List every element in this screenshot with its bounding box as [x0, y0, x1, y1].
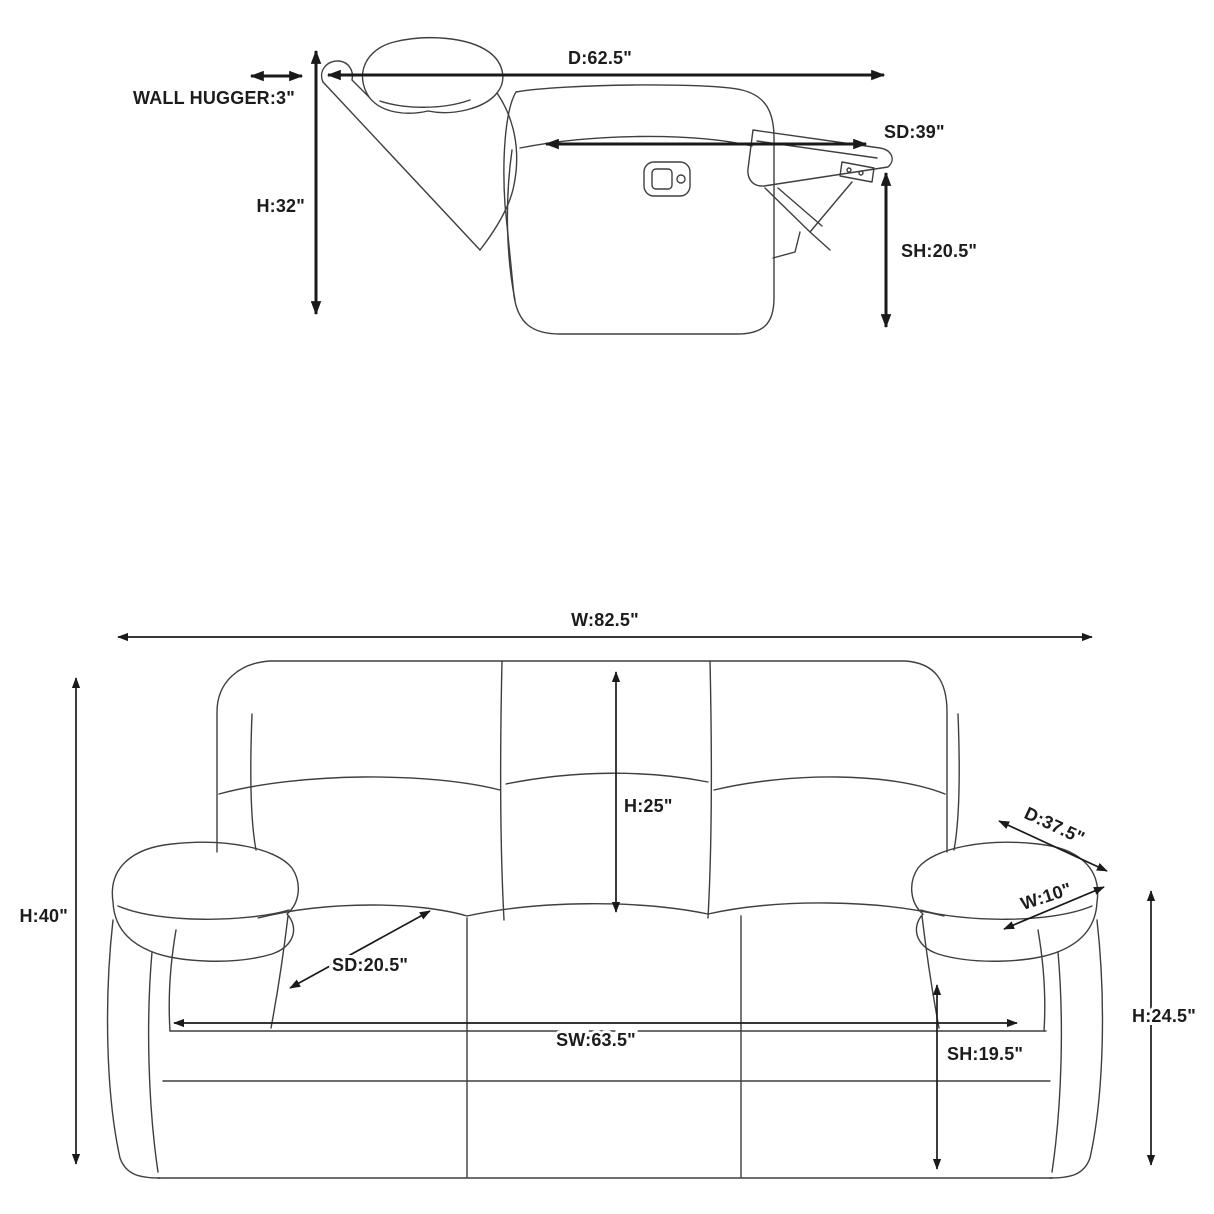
sofa-seat-left-end [168, 929, 177, 1032]
recliner-handle-inner [651, 168, 673, 190]
recliner-handle-knob [676, 174, 686, 184]
sofa-dimension-labels: W:82.5" H:40" H:25" D:37.5" W:10" SD:20.… [16, 607, 1198, 1067]
sofa-back-height-label: H:25" [624, 796, 673, 816]
arm-pillow [111, 841, 299, 962]
sofa-height-label: H:40" [19, 906, 68, 926]
sofa-seat-height-label: SH:19.5" [947, 1044, 1023, 1064]
sofa-arm-height-label: H:24.5" [1132, 1006, 1196, 1026]
arm-pillow-seam [117, 905, 290, 920]
recliner-seat-edge [519, 135, 753, 149]
sofa-depth-label: D:37.5" [1021, 803, 1087, 848]
recliner-footrest [747, 129, 893, 187]
sofa-seat-depth-label: SD:20.5" [332, 955, 408, 975]
recliner-linkage-bolt [858, 170, 864, 176]
recliner-arm-front-seam [506, 149, 516, 301]
sofa-dimension-arrows [71, 632, 1156, 1170]
recliner-drawing [321, 36, 893, 335]
recliner-height-label: H:32" [256, 196, 305, 216]
sofa-back-seam-right [713, 776, 946, 795]
sofa-back-divider-left [499, 660, 505, 921]
recliner-depth-label: D:62.5" [568, 48, 632, 68]
sofa-back-divider-right [707, 660, 713, 919]
recliner-linkage [764, 181, 853, 259]
sofa-seat-width-label: SW:63.5" [556, 1030, 636, 1050]
recliner-backrest-back-edge [322, 81, 481, 251]
recliner-wall-hugger-label: WALL HUGGER:3" [133, 88, 295, 108]
sofa-back-seam-middle [505, 772, 709, 785]
back-wing-seam [250, 713, 257, 851]
recliner-body [503, 84, 775, 335]
sofa-back-frame [216, 660, 948, 853]
recliner-seat-depth-label: SD:39" [884, 122, 945, 142]
sofa-left-arm [106, 713, 299, 1179]
sofa-seat-top-edge [257, 902, 945, 919]
sofa-back-seam-left [218, 776, 501, 795]
recliner-dimension-labels: D:62.5" WALL HUGGER:3" H:32" SD:39" SH:2… [130, 45, 980, 264]
recliner-linkage-bolt [846, 167, 852, 173]
recliner-headrest-seam [379, 99, 471, 108]
recliner-headrest [361, 36, 504, 114]
sofa-drawing [106, 660, 1104, 1179]
sofa-width-label: W:82.5" [571, 610, 639, 630]
sofa-right-arm [910, 713, 1104, 1179]
recliner-backrest-front-edge [479, 92, 518, 251]
arm-outer-edge [106, 919, 161, 1179]
arm-front-edge [147, 951, 159, 1173]
sofa-arm-width-arrow [1003, 886, 1105, 930]
recliner-linkage-plate [839, 161, 875, 183]
recliner-handle [643, 161, 691, 197]
arm-inner-edge [270, 915, 289, 1029]
sofa-arm-width-label: W:10" [1018, 879, 1074, 914]
sofa-seat-right-end [1037, 929, 1046, 1032]
recliner-dimension-arrows [249, 49, 892, 329]
sofa-seat-depth-arrow [289, 910, 431, 989]
sofa-depth-arrow [998, 820, 1108, 872]
recliner-seat-height-label: SH:20.5" [901, 241, 977, 261]
